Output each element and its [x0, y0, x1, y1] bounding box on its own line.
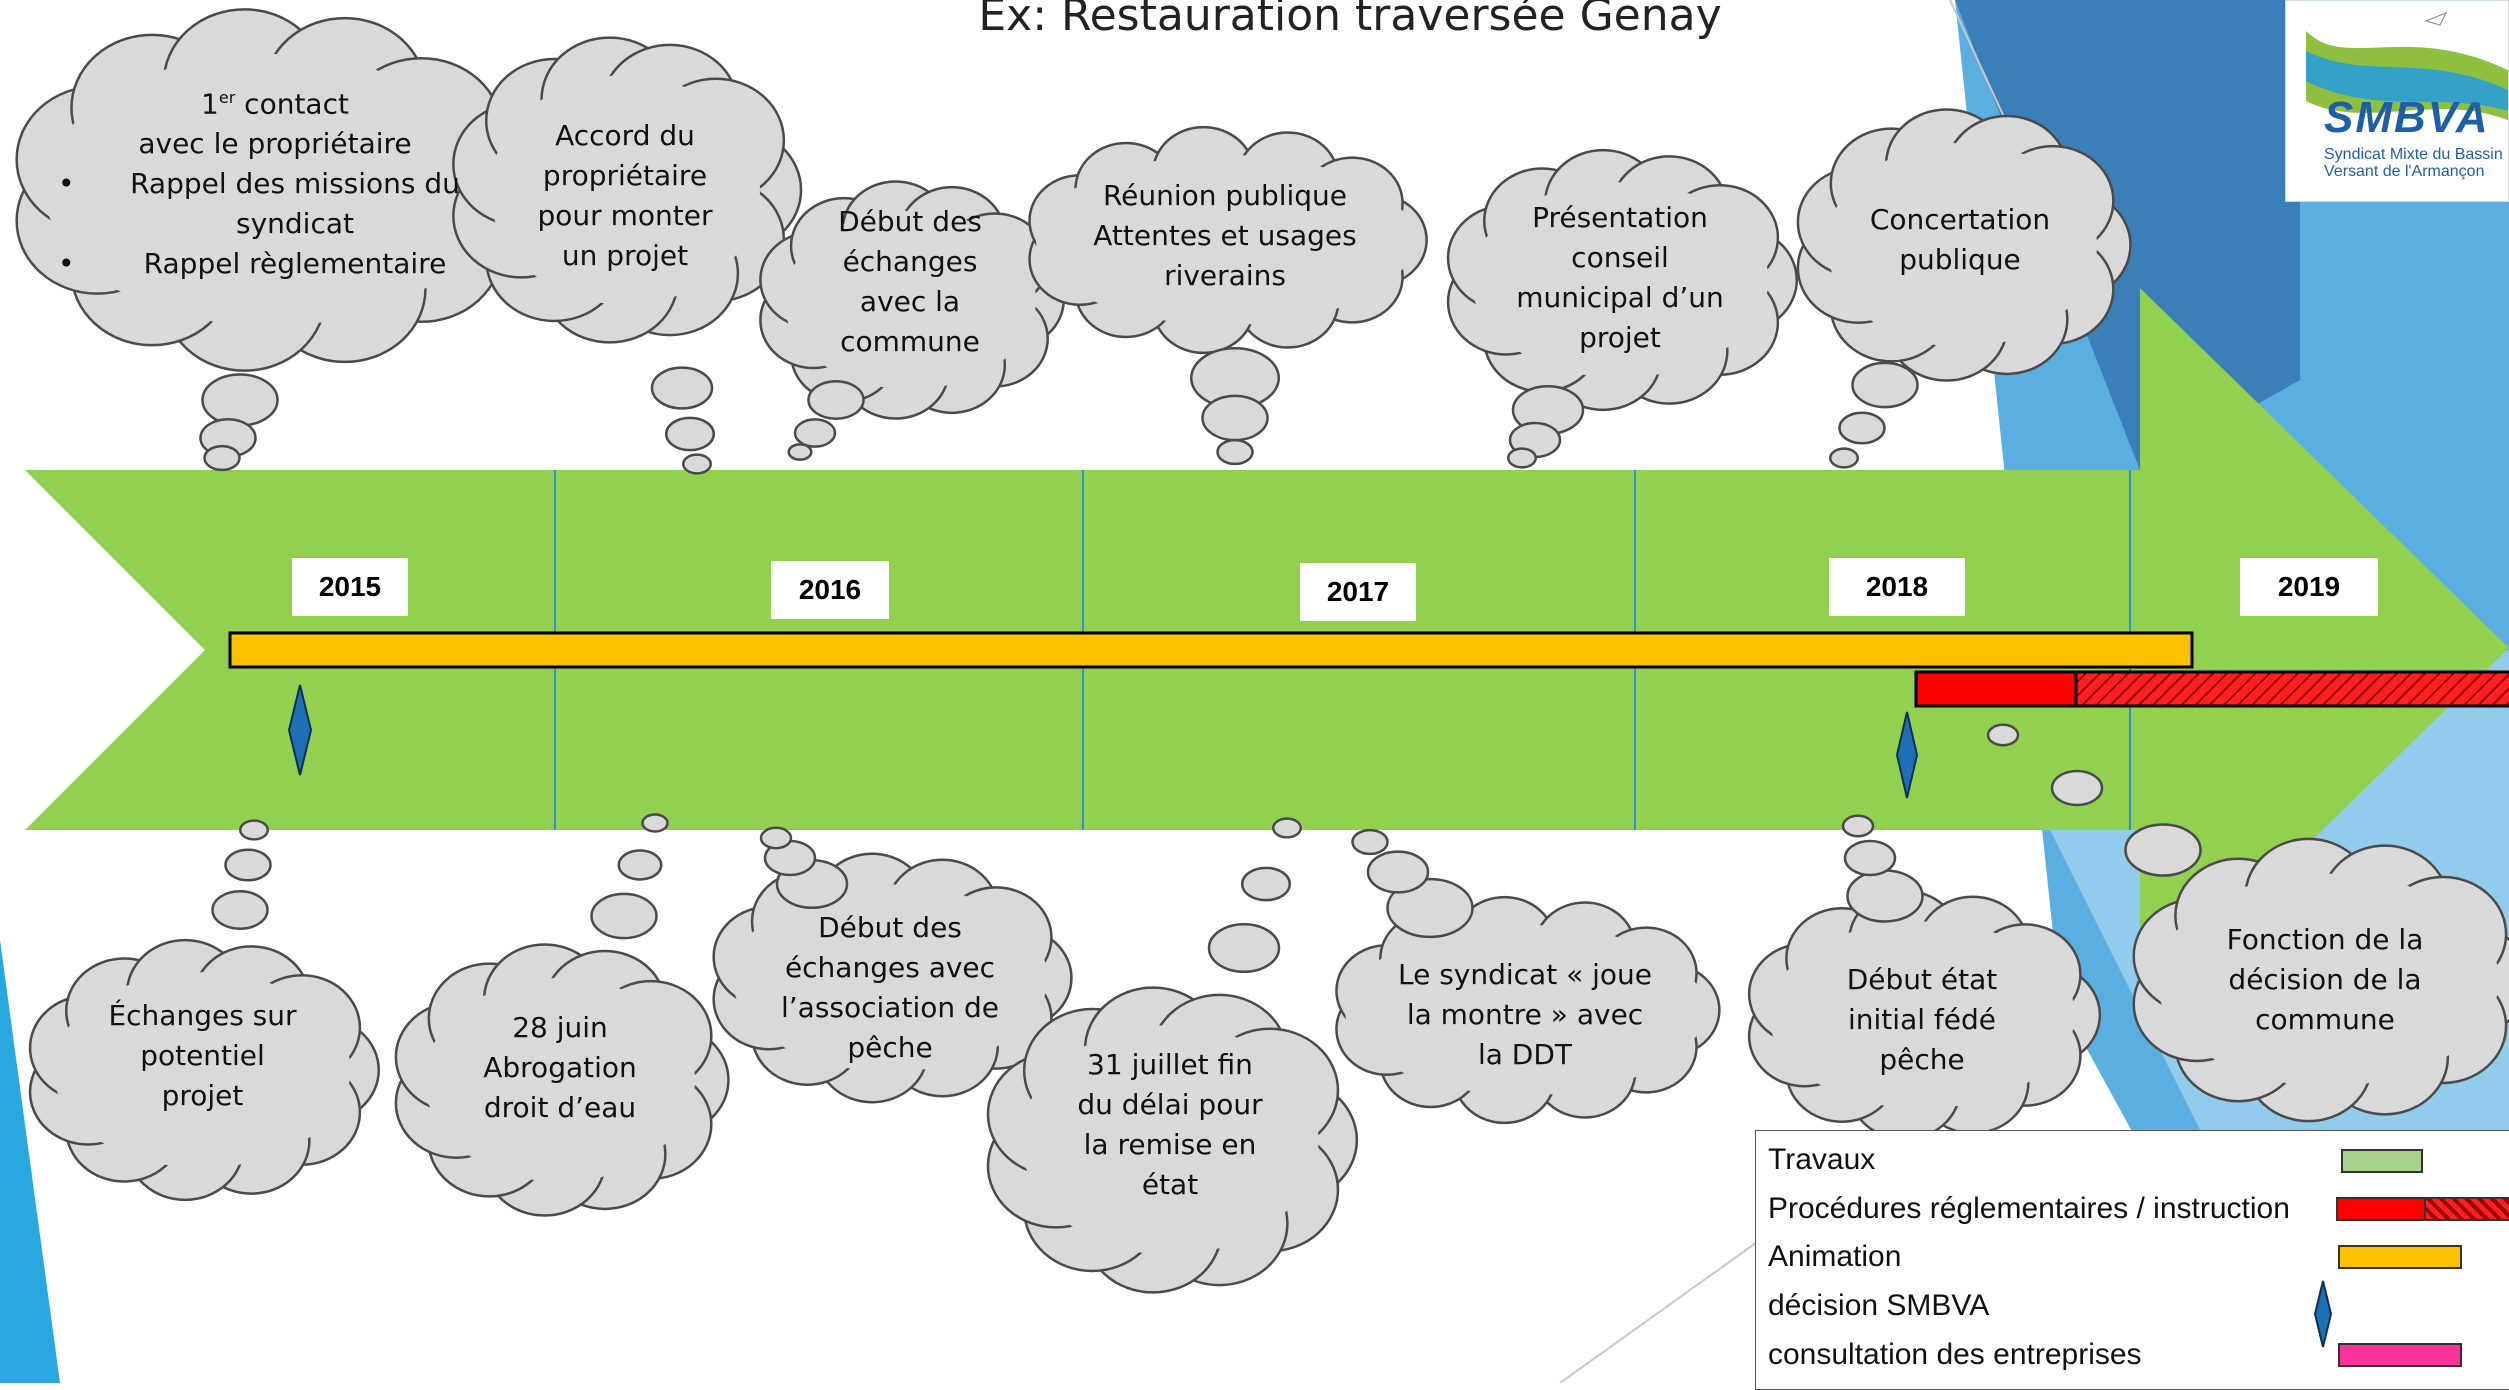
bullet-item: Rappel règlementaire	[58, 244, 510, 284]
legend-diamond-icon	[2313, 1280, 2333, 1348]
cloud-decision-commune: Fonction de la décision de la commune	[2226, 923, 2424, 1036]
procedures-hatched-bar	[2074, 670, 2509, 708]
cloud-echanges-commune-shape	[759, 180, 1065, 461]
thought-bubble	[1838, 411, 1886, 445]
thought-bubble	[590, 892, 658, 940]
page-title: Ex: Restauration traversée Genay	[978, 0, 1722, 41]
cloud-first-contact: 1er contact avec le propriétaire Rappel …	[40, 78, 510, 284]
thought-bubble	[211, 890, 269, 930]
thought-bubble	[2124, 823, 2202, 877]
thought-bubble	[2050, 769, 2104, 807]
year-label-2019: 2019	[2240, 558, 2378, 616]
thought-bubble	[617, 849, 663, 881]
logo-subtitle: Syndicat Mixte du Bassin Versant de l'Ar…	[2324, 146, 2503, 180]
cloud-layer	[15, 8, 2509, 1294]
thought-bubble	[641, 813, 669, 833]
cloud-accord-proprietaire-shape	[452, 36, 803, 475]
thought-bubble	[1986, 723, 2020, 747]
logo-graphic	[2306, 12, 2508, 121]
thought-bubble	[1843, 839, 1897, 877]
thought-bubble	[1829, 447, 1859, 469]
thought-bubble	[224, 848, 272, 882]
legend: Travaux Procédures réglementaires / inst…	[1755, 1130, 2509, 1390]
cloud-echanges-potentiel: Échanges sur potentiel projet	[108, 999, 297, 1112]
thought-bubble	[793, 418, 837, 448]
legend-swatch-procedures-hatched	[2424, 1197, 2509, 1221]
thought-bubble	[1507, 447, 1537, 469]
thought-bubble	[787, 443, 813, 461]
thought-bubble	[201, 373, 279, 427]
legend-swatch-animation	[2338, 1245, 2462, 1269]
thought-bubble	[665, 416, 715, 452]
procedures-bar	[1914, 670, 2078, 708]
year-label-2016: 2016	[771, 561, 889, 619]
legend-swatch-procedures	[2336, 1197, 2426, 1221]
thought-bubble	[1272, 817, 1302, 839]
thought-bubble	[1201, 394, 1269, 442]
cloud-association-peche-shape	[712, 826, 1073, 1104]
decor-blue-shape-4	[0, 940, 60, 1383]
thought-bubble	[1366, 850, 1430, 894]
year-label-2015: 2015	[292, 558, 408, 616]
cloud-joue-la-montre: Le syndicat « joue la montre » avec la D…	[1397, 958, 1653, 1071]
legend-label-animation: Animation	[1768, 1240, 1902, 1273]
legend-swatch-consultation	[2338, 1343, 2462, 1367]
cloud-joue-la-montre-shape	[1335, 828, 1721, 1125]
cloud-echanges-commune: Début des échanges avec la commune	[838, 205, 982, 358]
bullet-item: Rappel des missions du syndicat	[58, 164, 510, 244]
thought-bubble	[1216, 438, 1254, 466]
thought-bubble	[1241, 866, 1291, 902]
cloud-decision-commune-shape	[1986, 723, 2509, 1123]
thought-bubble	[1846, 869, 1924, 923]
legend-label-procedures: Procédures réglementaires / instruction	[1768, 1192, 2290, 1225]
cloud-reunion-publique: Réunion publique Attentes et usages rive…	[1093, 179, 1357, 292]
cloud-concertation: Concertation publique	[1869, 203, 2051, 276]
cloud-echanges-potentiel-shape	[28, 819, 381, 1202]
cloud-association-peche: Début des échanges avec l’association de…	[780, 911, 999, 1064]
decision-diamond-icon	[287, 684, 313, 776]
thought-bubble	[650, 366, 714, 410]
cloud-accord-proprietaire: Accord du propriétaire pour monter un pr…	[537, 119, 713, 272]
cloud-concertation-shape	[1796, 108, 2132, 469]
legend-label-consultation: consultation des entreprises	[1768, 1338, 2142, 1371]
logo-wordmark: SMBVA	[2324, 93, 2490, 142]
thought-bubble	[682, 453, 712, 475]
cloud-etat-initial-shape	[1747, 814, 2102, 1141]
cloud-etat-initial: Début état initial fédé pêche	[1846, 963, 1998, 1076]
legend-label-travaux: Travaux	[1768, 1143, 1876, 1176]
cloud-reunion-publique-shape	[1028, 125, 1428, 466]
thought-bubble	[1841, 814, 1875, 838]
animation-bar	[228, 631, 2194, 669]
cloud-fin-delai-shape	[986, 817, 1359, 1294]
year-label-2018: 2018	[1829, 558, 1965, 616]
thought-bubble	[759, 826, 793, 850]
thought-bubble	[203, 444, 241, 472]
thought-bubble	[807, 380, 865, 420]
thought-bubble	[1351, 828, 1389, 856]
cloud-abrogation-shape	[394, 813, 730, 1217]
cloud-fin-delai: 31 juillet fin du délai pour la remise e…	[1077, 1048, 1263, 1201]
smbva-logo: SMBVA Syndicat Mixte du Bassin Versant d…	[2285, 0, 2509, 202]
thought-bubble	[1207, 922, 1281, 974]
cloud-abrogation: 28 juin Abrogation droit d’eau	[483, 1011, 637, 1124]
legend-swatch-travaux	[2341, 1149, 2423, 1173]
year-label-2017: 2017	[1300, 563, 1416, 621]
thought-bubble	[1386, 877, 1474, 939]
cloud-presentation-conseil-shape	[1446, 148, 1799, 469]
thought-bubble	[239, 819, 269, 841]
decision-diamond-icon	[1895, 711, 1919, 799]
legend-label-decision: décision SMBVA	[1768, 1289, 1990, 1322]
thought-bubble	[1851, 361, 1919, 409]
cloud-presentation-conseil: Présentation conseil municipal d’un proj…	[1516, 201, 1724, 354]
